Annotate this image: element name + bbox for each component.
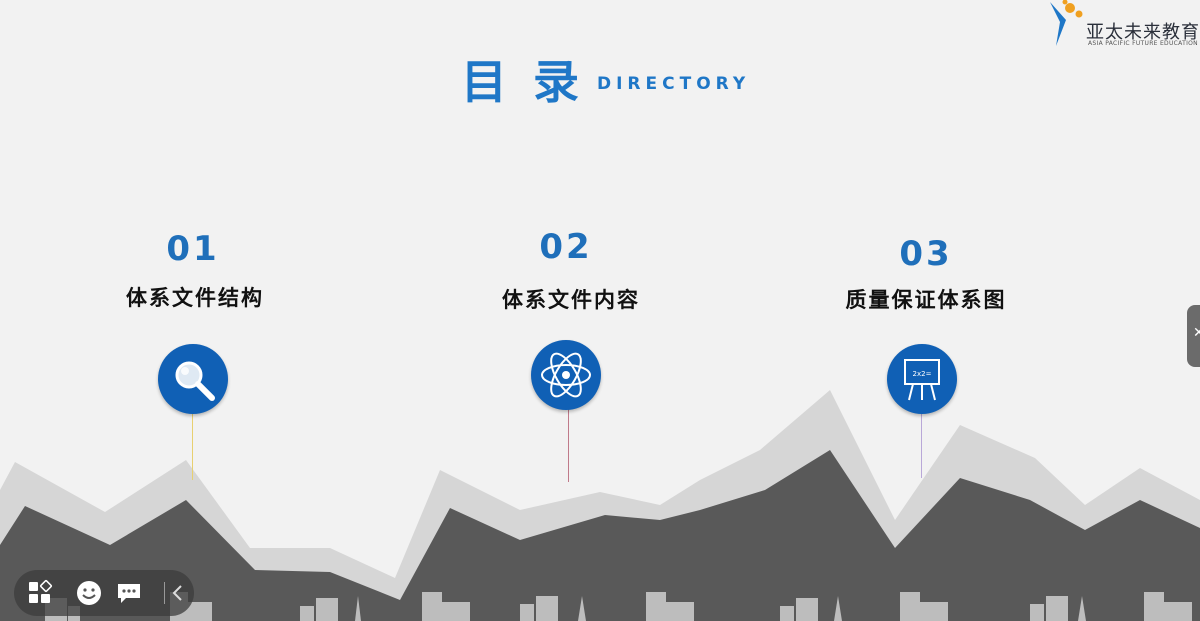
toolbar-divider	[164, 582, 165, 604]
item-number-01: 01	[166, 229, 220, 269]
item-icon-button-02[interactable]	[531, 340, 601, 410]
grid-apps-icon	[29, 580, 52, 603]
item-stem-03	[921, 412, 922, 478]
grid-apps-button[interactable]	[26, 578, 56, 608]
atom-icon	[541, 352, 591, 398]
board-text: 2x2=	[913, 370, 932, 378]
logo-mark-icon	[1050, 0, 1083, 46]
collapse-toolbar-button[interactable]	[168, 578, 188, 608]
mountain-dark-layer	[0, 450, 1200, 621]
brand-logo: 亚太未来教育 ASIA PACIFIC FUTURE EDUCATION	[1046, 0, 1200, 52]
item-label-03[interactable]: 质量保证体系图	[845, 288, 1007, 312]
logo-name-en: ASIA PACIFIC FUTURE EDUCATION	[1088, 40, 1198, 47]
item-label-02[interactable]: 体系文件内容	[502, 288, 640, 312]
floating-toolbar	[14, 570, 194, 616]
item-stem-01	[192, 412, 193, 480]
side-panel-toggle[interactable]: ✕	[1187, 305, 1200, 367]
presentation-board-icon: 2x2=	[904, 359, 940, 401]
emoji-icon	[77, 581, 101, 605]
page-title: 目录	[461, 55, 605, 109]
item-number-02: 02	[539, 227, 593, 267]
magnifier-icon	[175, 361, 215, 401]
emoji-button[interactable]	[74, 578, 104, 608]
item-number-03: 03	[899, 234, 953, 274]
page-subtitle: DIRECTORY	[597, 74, 751, 94]
item-label-01[interactable]: 体系文件结构	[126, 286, 264, 310]
chat-bubble-icon	[118, 584, 140, 603]
item-icon-button-03[interactable]: 2x2=	[887, 344, 957, 414]
chat-button[interactable]	[114, 578, 144, 608]
close-icon: ✕	[1193, 325, 1200, 341]
item-stem-02	[568, 408, 569, 482]
chevron-left-icon	[172, 585, 182, 601]
logo-name-cn: 亚太未来教育	[1086, 22, 1200, 43]
city-buildings	[45, 592, 1192, 621]
item-icon-button-01[interactable]	[158, 344, 228, 414]
